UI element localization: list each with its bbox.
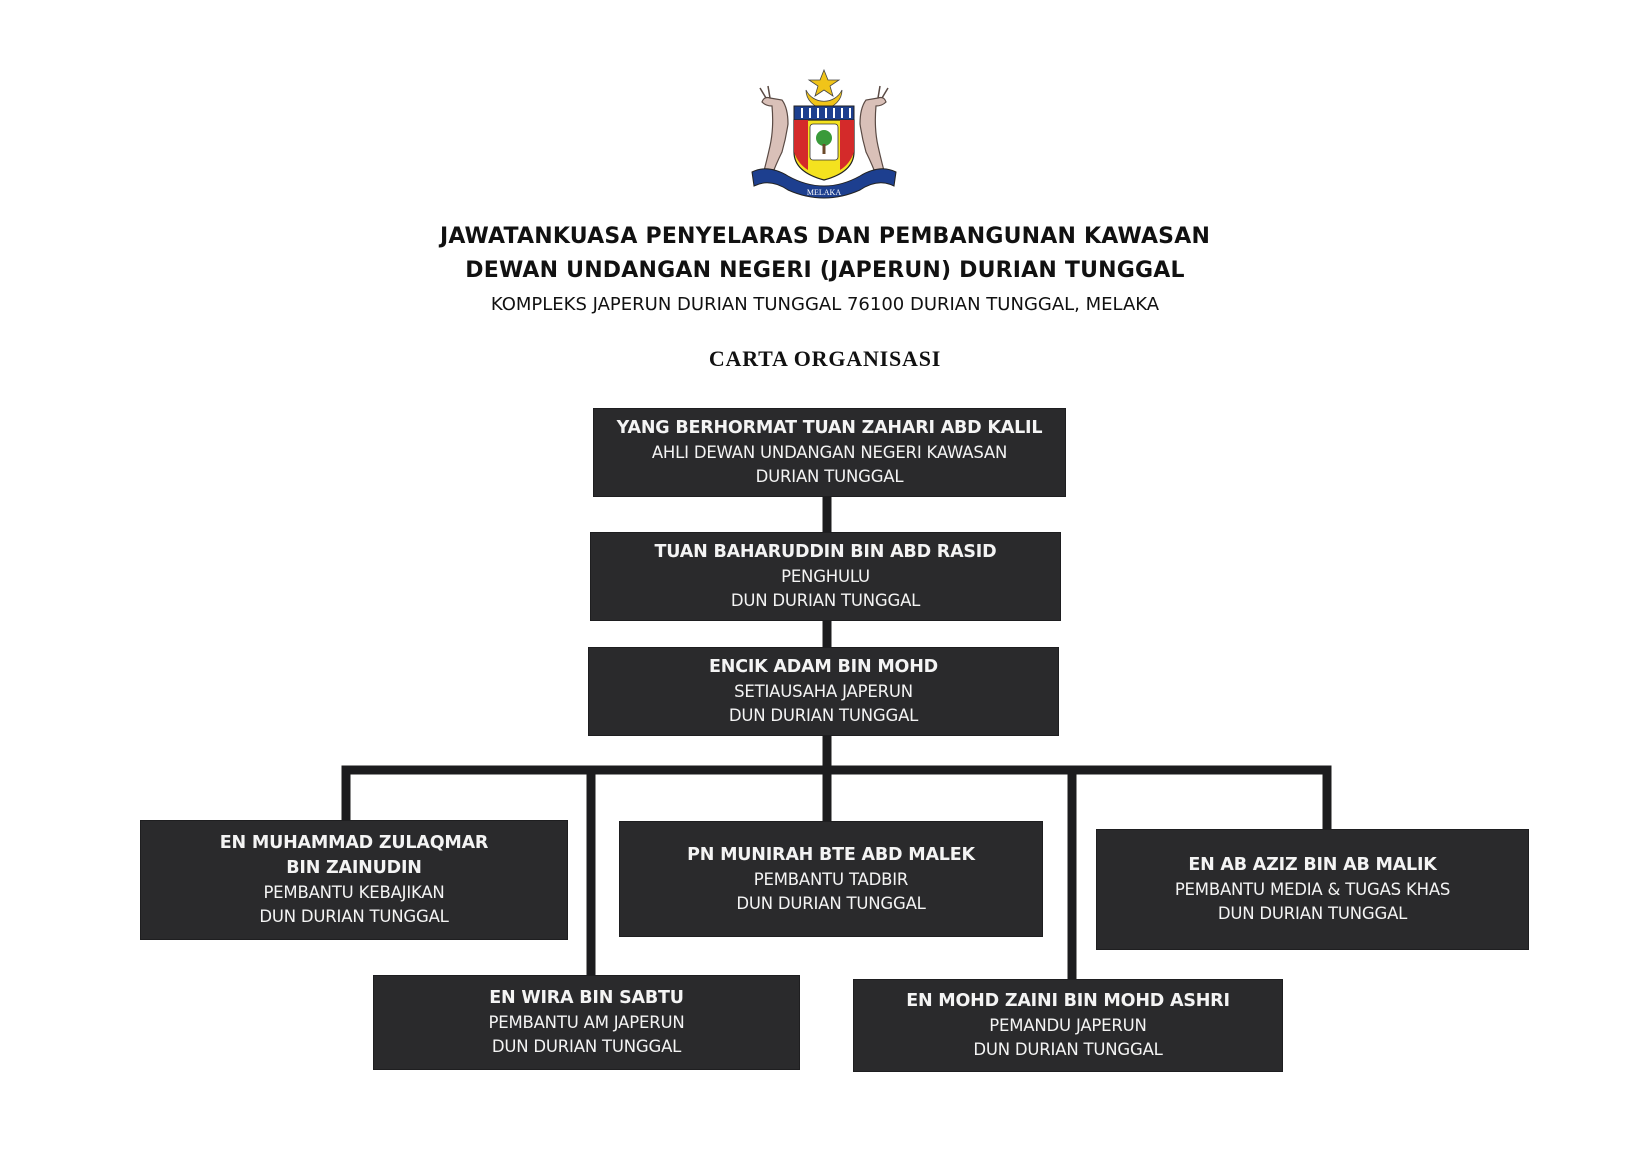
melaka-crest-icon: MELAKA [751,68,897,199]
adun-position: AHLI DEWAN UNDANGAN NEGERI KAWASAN [651,443,1008,462]
org-box-kebajikan: EN MUHAMMAD ZULAQMAR BIN ZAINUDIN PEMBAN… [140,820,568,940]
setiausaha-name: ENCIK ADAM BIN MOHD [709,657,938,677]
kebajikan-position: PEMBANTU KEBAJIKAN [263,883,445,902]
am-area: DUN DURIAN TUNGGAL [491,1037,682,1056]
penghulu-name: TUAN BAHARUDDIN BIN ABD RASID [654,542,997,562]
penghulu-position: PENGHULU [781,567,870,586]
tadbir-name: PN MUNIRAH BTE ABD MALEK [687,844,975,865]
media-name: EN AB AZIZ BIN AB MALIK [1188,855,1437,875]
kebajikan-area: DUN DURIAN TUNGGAL [259,907,449,926]
pemandu-area: DUN DURIAN TUNGGAL [973,1040,1163,1059]
org-box-am: EN WIRA BIN SABTU PEMBANTU AM JAPERUN DU… [373,975,800,1070]
adun-area: DURIAN TUNGGAL [755,467,904,486]
svg-text:MELAKA: MELAKA [807,188,841,197]
adun-name: YANG BERHORMAT TUAN ZAHARI ABD KALIL [616,418,1043,438]
setiausaha-position: SETIAUSAHA JAPERUN [734,682,913,701]
media-area: DUN DURIAN TUNGGAL [1217,904,1408,923]
setiausaha-area: DUN DURIAN TUNGGAL [728,706,919,725]
address-line: KOMPLEKS JAPERUN DURIAN TUNGGAL 76100 DU… [490,294,1160,315]
chart-title: CARTA ORGANISASI [708,346,942,371]
tadbir-area: DUN DURIAN TUNGGAL [736,893,926,913]
tadbir-position: PEMBANTU TADBIR [753,869,909,889]
am-name: EN WIRA BIN SABTU [489,988,684,1008]
org-box-penghulu: TUAN BAHARUDDIN BIN ABD RASID PENGHULU D… [590,532,1061,621]
org-box-media: EN AB AZIZ BIN AB MALIK PEMBANTU MEDIA &… [1096,829,1529,950]
pemandu-position: PEMANDU JAPERUN [989,1016,1147,1035]
org-box-adun: YANG BERHORMAT TUAN ZAHARI ABD KALIL AHL… [593,408,1066,497]
am-position: PEMBANTU AM JAPERUN [488,1013,685,1032]
kebajikan-name-line-2: BIN ZAINUDIN [286,858,422,878]
page-title-line-2: DEWAN UNDANGAN NEGERI (JAPERUN) DURIAN T… [465,258,1185,283]
kebajikan-name-line-1: EN MUHAMMAD ZULAQMAR [219,833,489,853]
page-title-line-1: JAWATANKUASA PENYELARAS DAN PEMBANGUNAN … [439,224,1211,249]
org-box-setiausaha: ENCIK ADAM BIN MOHD SETIAUSAHA JAPERUN D… [588,647,1059,736]
org-box-tadbir: PN MUNIRAH BTE ABD MALEK PEMBANTU TADBIR… [619,821,1043,937]
penghulu-area: DUN DURIAN TUNGGAL [730,591,921,610]
pemandu-name: EN MOHD ZAINI BIN MOHD ASHRI [906,991,1230,1011]
media-position: PEMBANTU MEDIA & TUGAS KHAS [1174,880,1451,899]
org-box-pemandu: EN MOHD ZAINI BIN MOHD ASHRI PEMANDU JAP… [853,979,1283,1072]
